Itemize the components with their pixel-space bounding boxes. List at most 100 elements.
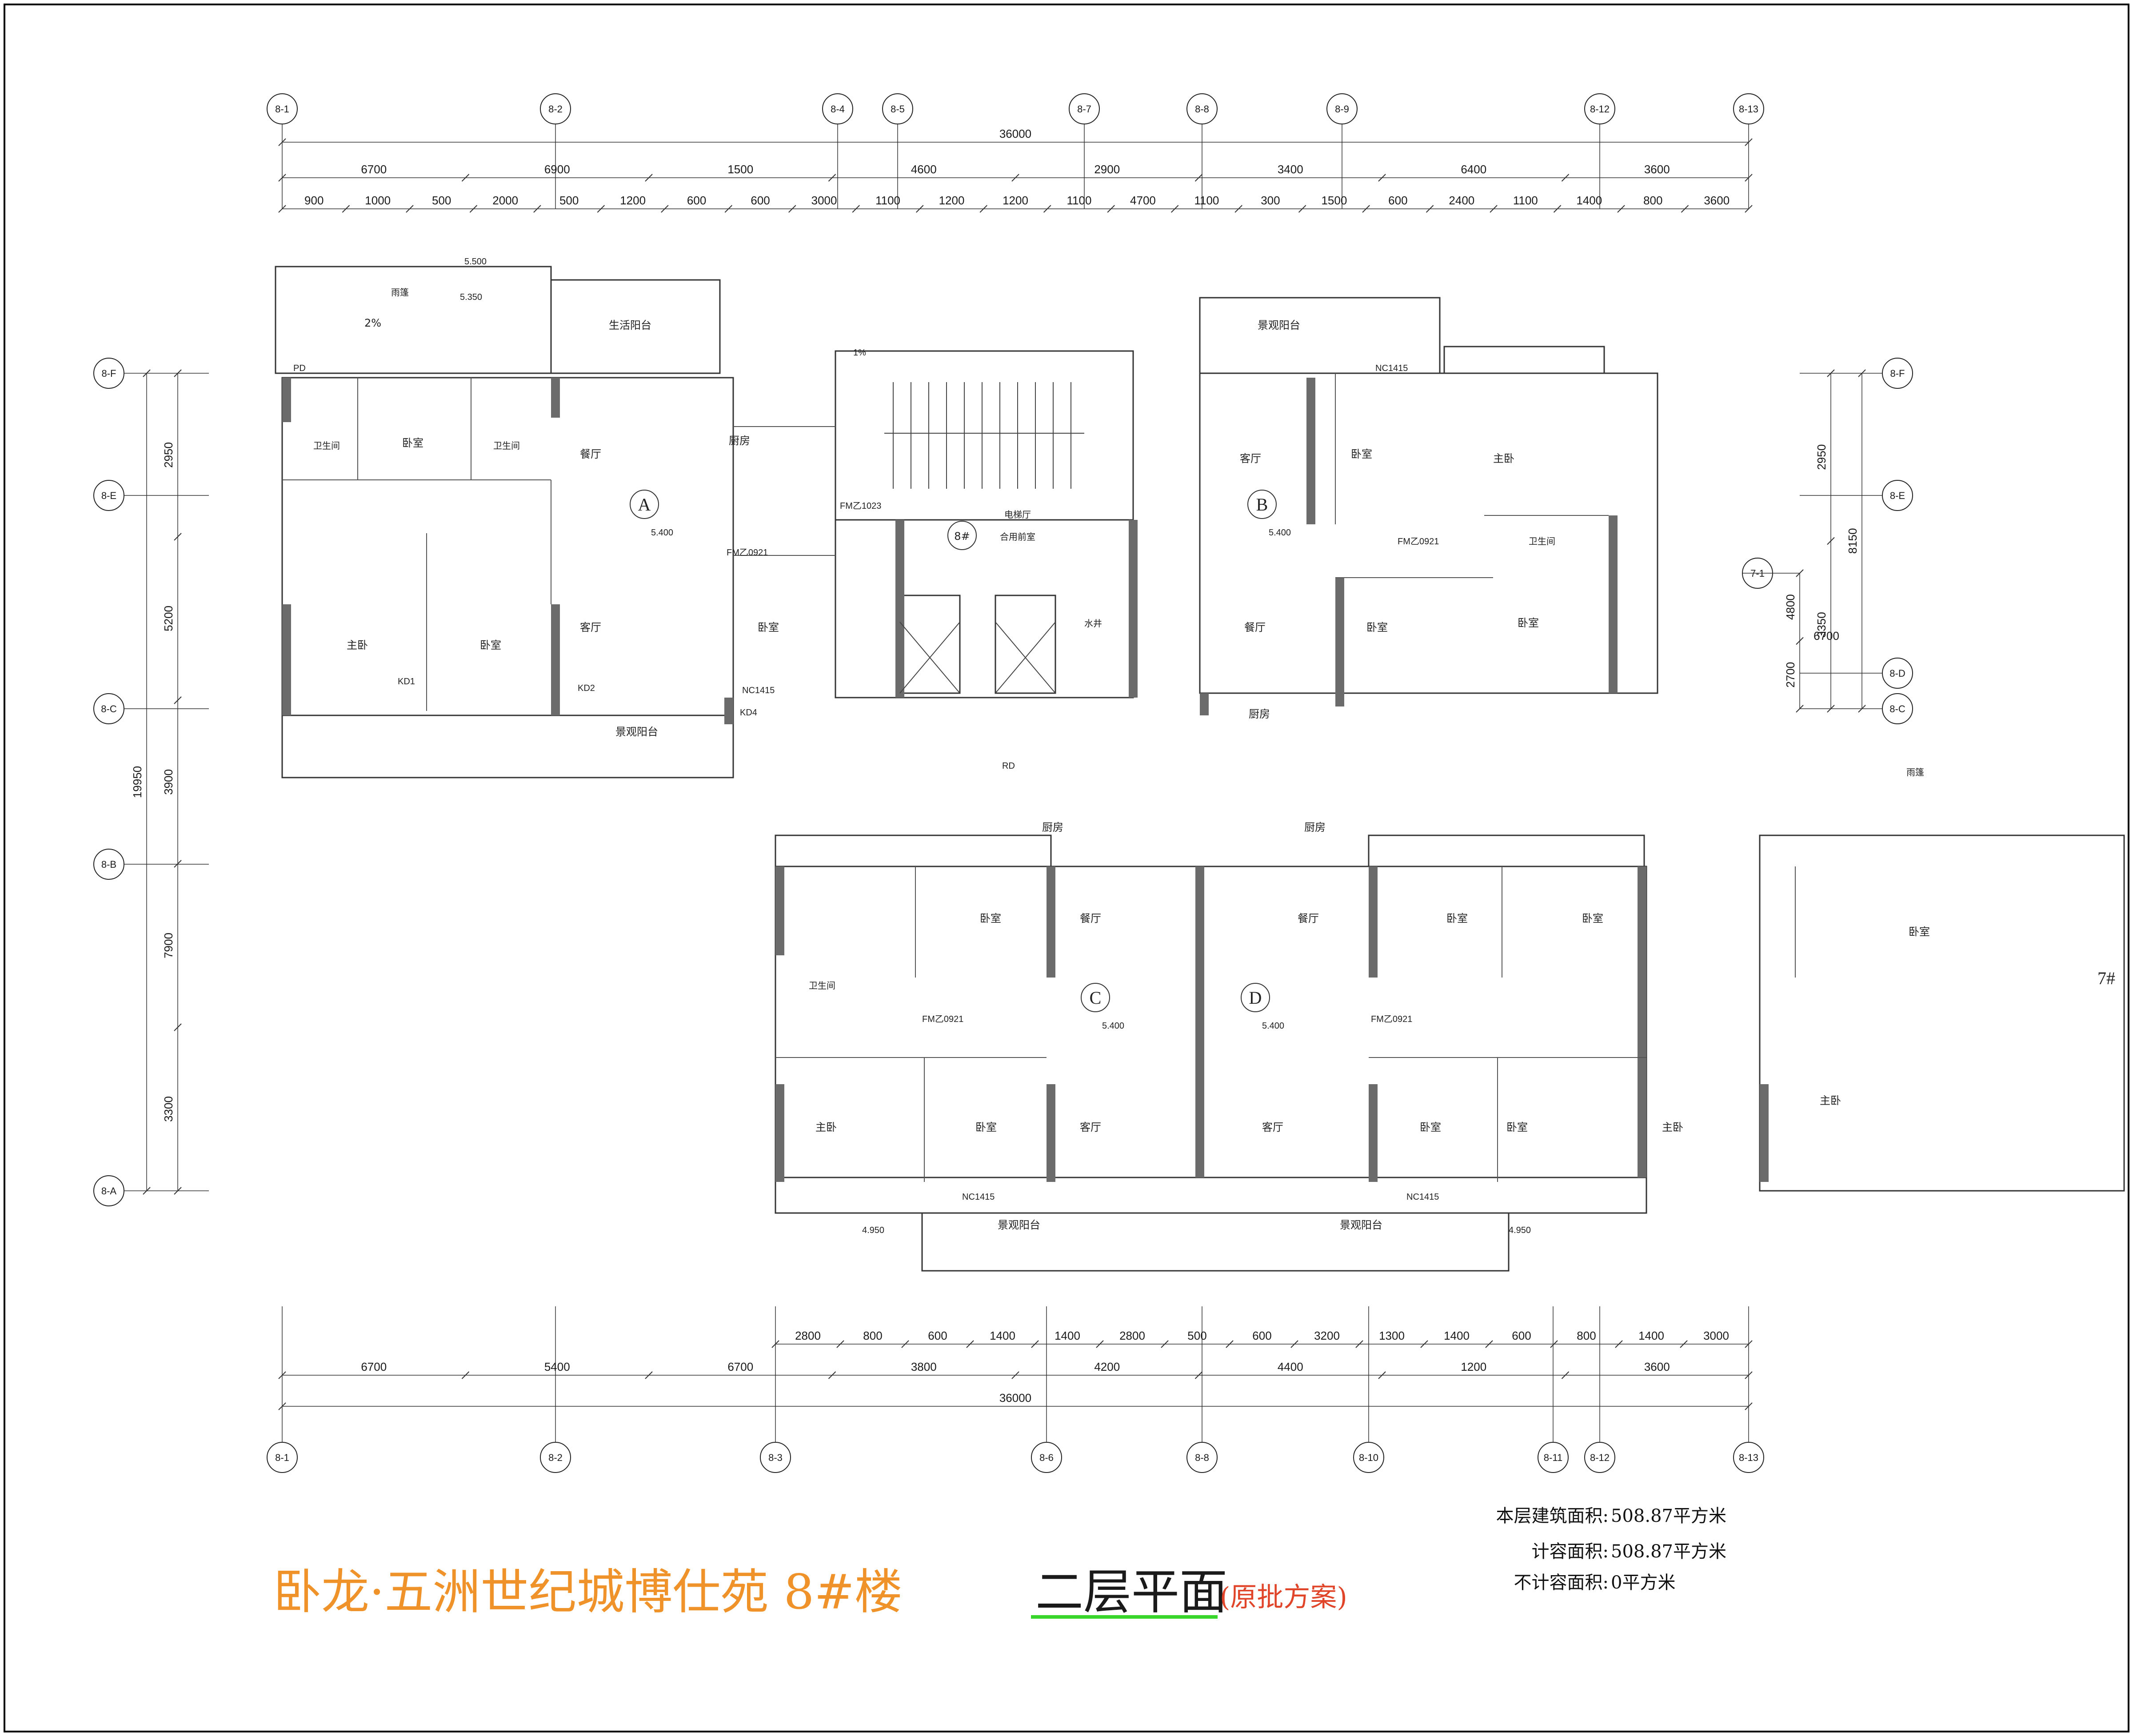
room-b-dining: 餐厅 <box>1244 621 1266 634</box>
dim-right-tick-2 <box>1827 705 1835 713</box>
dim-right-inner-tick-0 <box>1796 569 1804 577</box>
dim-top-row2-tick-12 <box>1043 205 1051 213</box>
room-b-bedroom: 卧室 <box>1351 448 1372 460</box>
dim-left-tick-2 <box>174 696 182 704</box>
room-c-bedroom: 卧室 <box>980 912 1001 925</box>
axis-top-8-label: 8-13 <box>1739 104 1758 115</box>
axis-right-0-label: 8-F <box>1890 368 1905 379</box>
dim-bottom-row2-label-2: 600 <box>928 1329 947 1342</box>
dim-top-row2-tick-5 <box>597 205 605 213</box>
tag-pd: PD <box>293 363 306 373</box>
dim-top-row2-label-18: 2400 <box>1449 194 1474 207</box>
room-a-bedroom2: 卧室 <box>480 639 501 651</box>
tag-nc1415-d: NC1415 <box>1406 1192 1439 1202</box>
dim-right-tick-0 <box>1827 369 1835 377</box>
sheet-frame <box>4 4 2129 1732</box>
axis-top-2-label: 8-4 <box>831 104 845 115</box>
stat-value-uncounted: 0平方米 <box>1611 1572 1675 1593</box>
dim-top-row2-tick-21 <box>1617 205 1625 213</box>
axis-bottom-8-label: 8-13 <box>1739 1452 1758 1463</box>
dim-bottom-row1-tick-0 <box>278 1371 286 1379</box>
unit-marker-a <box>630 490 659 519</box>
room-e-canopy: 雨篷 <box>1906 767 1924 778</box>
dim-bottom-row1-tick-4 <box>1011 1371 1019 1379</box>
tag-nc1415-c: NC1415 <box>962 1192 995 1202</box>
dim-top-row2-label-1: 1000 <box>365 194 391 207</box>
room-b-kitchen: 厨房 <box>1249 708 1270 720</box>
axis-top-1-label: 8-2 <box>548 104 563 115</box>
dim-bottom-row2-tick-1 <box>836 1340 844 1348</box>
room-a-bath2: 卫生间 <box>493 441 520 451</box>
room-d-bedroom3: 卧室 <box>1446 912 1468 925</box>
dim-top-row2-label-13: 4700 <box>1130 194 1156 207</box>
dim-top-row2-label-7: 600 <box>751 194 770 207</box>
dim-top-row2-tick-22 <box>1681 205 1689 213</box>
slope-label: 2% <box>364 317 381 329</box>
neighbour-label: 7# <box>2097 968 2115 988</box>
room-d-bedroom: 卧室 <box>1420 1121 1441 1133</box>
dim-top-row2-tick-2 <box>406 205 414 213</box>
dim-bottom-row2-label-12: 800 <box>1577 1329 1596 1342</box>
axis-left-0-label: 8-F <box>102 368 116 379</box>
dim-right-horizontal: 6700 <box>1813 629 1839 643</box>
dim-top-row1-label-7: 3600 <box>1644 163 1670 176</box>
dim-bottom-row1-label-5: 4400 <box>1278 1360 1303 1373</box>
dim-left-tick-5 <box>174 1187 182 1195</box>
dim-top-row1-label-1: 6900 <box>544 163 570 176</box>
axis-bottom-1-label: 8-2 <box>548 1452 563 1463</box>
dim-bottom-row1-tick-6 <box>1378 1371 1386 1379</box>
dim-bottom-total-tick-1 <box>1745 1402 1753 1410</box>
room-labels: 卧室 卫生间 卫生间 餐厅 厨房 主卧 卧室 客厅 卧室 景观阳台 生活阳台 雨… <box>313 287 2115 1231</box>
dim-top-row2-tick-13 <box>1107 205 1115 213</box>
room-c-living: 客厅 <box>1080 1121 1101 1133</box>
dim-bottom-row2-tick-5 <box>1096 1340 1104 1348</box>
dim-bottom-row2-tick-12 <box>1550 1340 1558 1348</box>
dim-bottom-row2-label-9: 1300 <box>1379 1329 1405 1342</box>
room-c-master: 主卧 <box>815 1121 837 1133</box>
tag-nc1415-a: NC1415 <box>742 686 775 695</box>
unit-markers: A 5.400 B 5.400 C 5.400 D 5.400 8# <box>630 490 1291 1031</box>
tag-kd4: KD4 <box>740 708 757 718</box>
dim-bottom-row2-tick-8 <box>1290 1340 1298 1348</box>
room-core-stair: 合用前室 <box>1000 532 1035 542</box>
axis-bottom-3-label: 8-6 <box>1039 1452 1054 1463</box>
dim-bottom-row1-tick-5 <box>1194 1371 1203 1379</box>
unit-marker-c-label: C <box>1090 988 1102 1008</box>
dim-bottom-row2-tick-11 <box>1485 1340 1493 1348</box>
room-a-bedroom3: 卧室 <box>758 621 779 634</box>
dim-top-row1-tick-4 <box>1011 174 1019 182</box>
room-b-master: 主卧 <box>1493 452 1514 465</box>
floor-title: 二层平面 <box>1035 1564 1227 1620</box>
dim-top-total-tick-1 <box>1745 138 1753 146</box>
room-b-bath: 卫生间 <box>1529 536 1555 547</box>
room-d-dining: 餐厅 <box>1298 912 1319 925</box>
tag-fm0921-c: FM乙0921 <box>922 1014 963 1024</box>
dim-bottom-row2-label-11: 600 <box>1512 1329 1531 1342</box>
axis-bottom-6-label: 8-11 <box>1544 1452 1562 1463</box>
dim-top-row2-tick-0 <box>278 205 286 213</box>
dim-bottom-row1-label-0: 6700 <box>361 1360 387 1373</box>
elev-top: 5.500 <box>464 257 487 267</box>
dim-bottom-total-tick-0 <box>278 1402 286 1410</box>
dim-bottom-row2-label-1: 800 <box>863 1329 882 1342</box>
tag-kd2: KD2 <box>578 683 595 693</box>
stat-value-total: 508.87平方米 <box>1611 1506 1726 1526</box>
dim-right-total-tick-1 <box>1858 705 1866 713</box>
door-window-tags: NC1415 FM乙0921 FM乙1023 NC1415 FM乙0921 NC… <box>293 257 1531 1235</box>
dim-bottom-row2-tick-7 <box>1226 1340 1234 1348</box>
dim-left-label-0: 2950 <box>162 442 175 468</box>
dim-top-row2-tick-11 <box>979 205 987 213</box>
dim-top-row2-label-16: 1500 <box>1321 194 1347 207</box>
tag-fm0921-d: FM乙0921 <box>1371 1014 1412 1024</box>
dim-top-row1-label-0: 6700 <box>361 163 387 176</box>
room-b-bedroom2: 卧室 <box>1366 621 1388 634</box>
dim-top-row1-tick-7 <box>1561 174 1570 182</box>
axis-bottom-5-label: 8-10 <box>1359 1452 1378 1463</box>
dim-top-row2-tick-16 <box>1298 205 1306 213</box>
axis-top-0-label: 8-1 <box>275 104 289 115</box>
dim-top-row2-label-10: 1200 <box>939 194 965 207</box>
dim-bottom-row2-label-14: 3000 <box>1703 1329 1729 1342</box>
dim-top-row2-label-20: 1400 <box>1576 194 1602 207</box>
